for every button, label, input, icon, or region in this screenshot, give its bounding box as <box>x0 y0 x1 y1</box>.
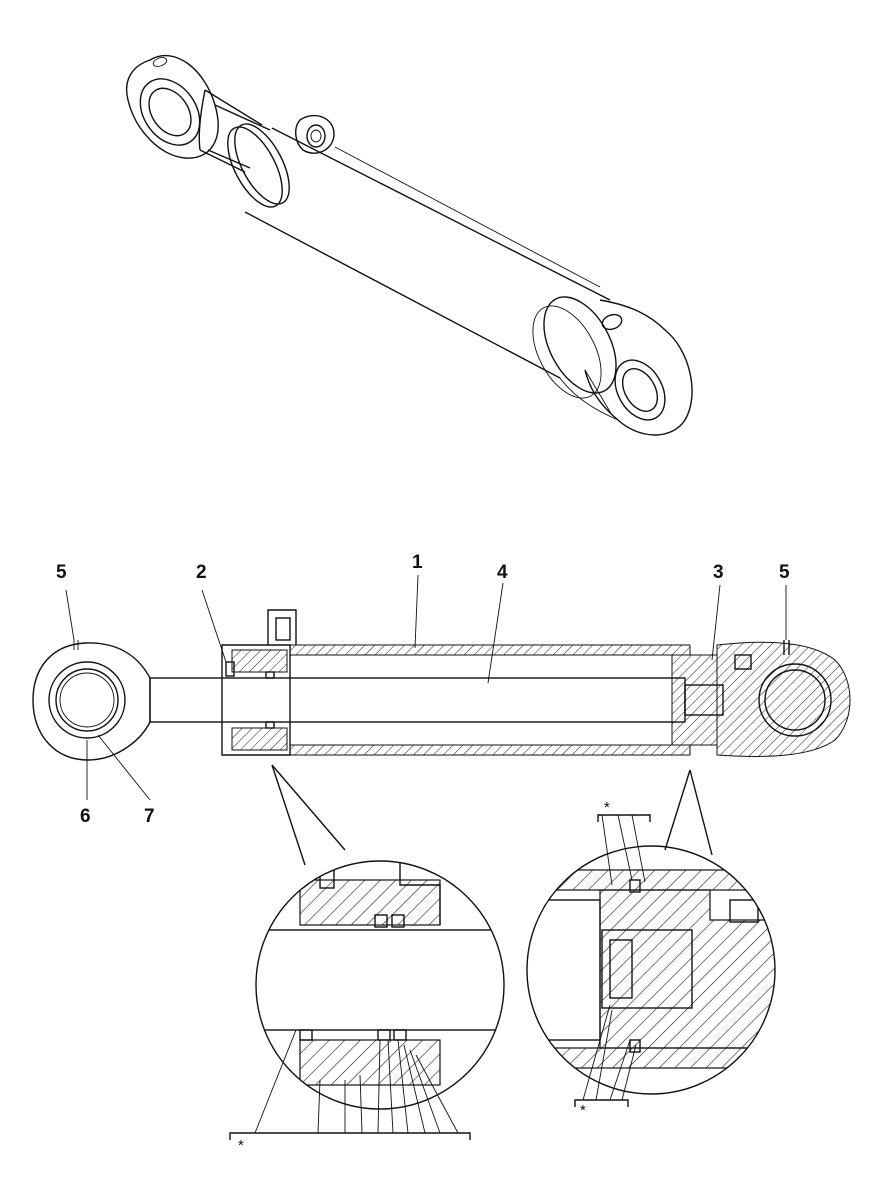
callout-1: 1 <box>412 552 423 573</box>
callout-leaders <box>65 574 787 801</box>
callout-2: 2 <box>196 562 207 583</box>
piston-rod-section <box>149 677 686 723</box>
seal-kit-marker-left: * <box>238 1137 244 1154</box>
piston-section <box>671 654 724 746</box>
callout-5-left: 5 <box>56 562 67 583</box>
gland-section <box>221 609 297 756</box>
callout-3: 3 <box>713 562 724 583</box>
base-end-section <box>716 640 851 757</box>
cylinder-tube-section <box>289 644 691 756</box>
cylinder-barrel-iso <box>244 127 617 399</box>
seal-kit-marker-right-top: * <box>604 799 610 816</box>
callout-4: 4 <box>497 562 508 583</box>
rod-eye-iso <box>126 54 263 173</box>
gland-seal-detail: * <box>229 764 505 1154</box>
cylinder-head-iso <box>227 115 335 208</box>
base-clevis-iso <box>559 299 693 436</box>
seal-kit-marker-right-bottom: * <box>580 1102 586 1119</box>
isometric-cylinder-view <box>126 54 693 436</box>
callout-6: 6 <box>80 806 91 827</box>
piston-seal-detail: * * <box>526 769 776 1119</box>
piston-rod-iso <box>207 104 271 169</box>
callout-5-right: 5 <box>779 562 790 583</box>
section-view <box>32 609 851 761</box>
callout-labels: 5 2 1 4 3 5 6 7 <box>56 552 790 827</box>
rod-eye-section <box>32 640 151 761</box>
callout-7: 7 <box>144 806 155 827</box>
